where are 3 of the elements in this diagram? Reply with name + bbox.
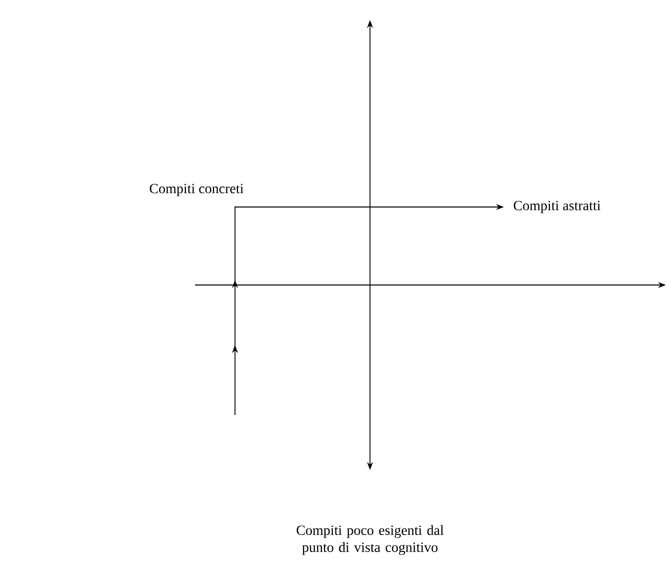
axis-label: Compiti concreti [150,184,244,196]
axis-label: Compiti poco esigenti dal punto di vista cognitivo [296,525,444,555]
axis-label: Compiti astratti [514,200,600,214]
